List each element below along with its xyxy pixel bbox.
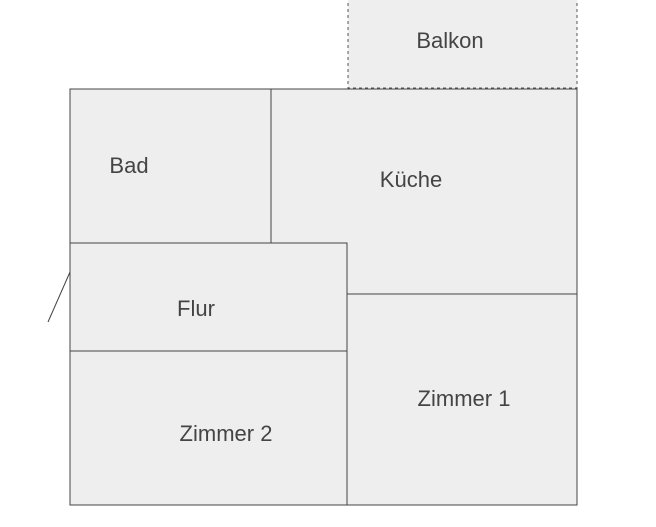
room-balkon-label: Balkon [416, 28, 483, 53]
room-flur-label: Flur [177, 296, 215, 321]
room-zimmer-1-label: Zimmer 1 [418, 386, 511, 411]
room-flur: Flur [69, 242, 348, 352]
room-balkon: Balkon [347, 0, 578, 89]
room-bad: Bad [69, 88, 272, 244]
room-bad-label: Bad [109, 153, 148, 178]
room-zimmer-2-label: Zimmer 2 [180, 421, 273, 446]
room-zimmer-2: Zimmer 2 [69, 350, 348, 506]
room-zimmer-1: Zimmer 1 [346, 293, 578, 506]
entrance-door [47, 271, 71, 323]
room-kueche-label: Küche [380, 167, 442, 192]
